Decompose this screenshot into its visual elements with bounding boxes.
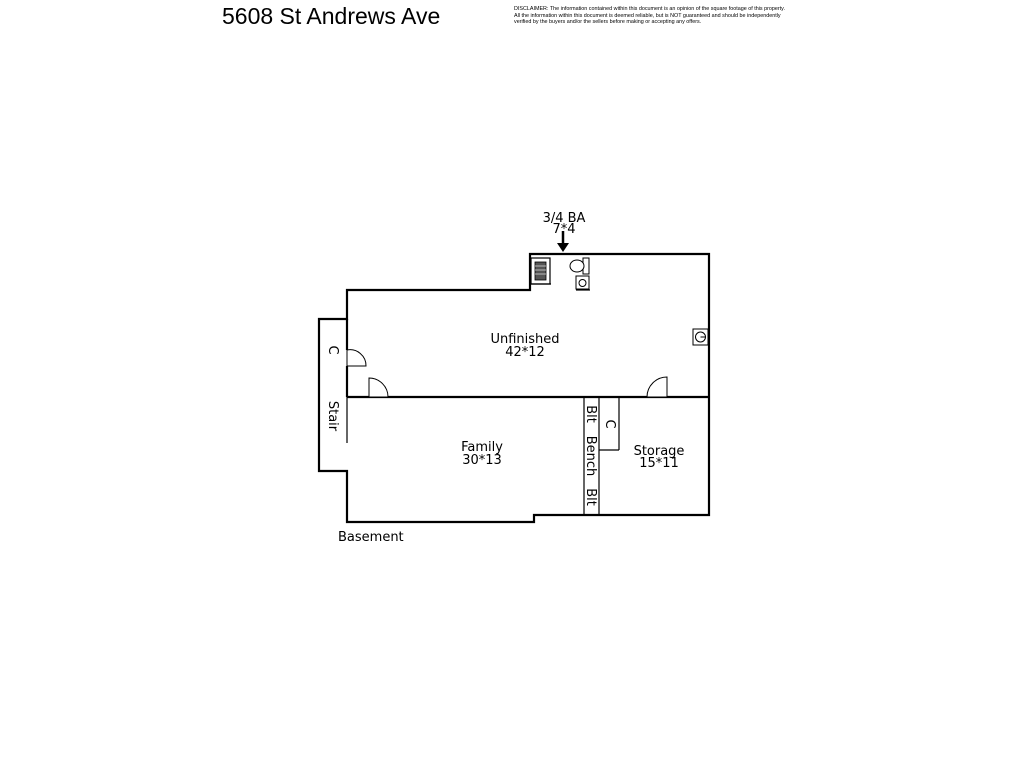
door-swing-icon — [346, 349, 367, 367]
property-address: 5608 St Andrews Ave — [222, 3, 441, 29]
disclaimer-line: DISCLAIMER: The information contained wi… — [514, 6, 785, 12]
builtin-label: Blt — [583, 488, 598, 506]
closet-label: C — [325, 345, 340, 354]
room-name-family: Family — [461, 440, 503, 455]
bench-label: Bench — [583, 436, 598, 477]
room-name-bath: 3/4 BA — [543, 211, 586, 226]
closet-label: C — [602, 419, 617, 428]
builtin-label: Blt — [583, 405, 598, 423]
floor-name: Basement — [338, 530, 404, 545]
arrow-down-icon — [557, 231, 569, 252]
stair-label: Stair — [325, 401, 340, 432]
shower-drain-icon — [534, 261, 547, 281]
room-dims-bath: 7*4 — [552, 222, 575, 237]
door-swing-icon — [368, 377, 389, 398]
disclaimer-line: All the information within this document… — [514, 12, 781, 19]
room-name-storage: Storage — [634, 444, 685, 459]
disclaimer: DISCLAIMER: The information contained wi… — [514, 6, 814, 26]
disclaimer-line: verified by the buyers and/or the seller… — [514, 19, 702, 26]
outer-wall — [317, 252, 711, 524]
room-dims-family: 30*13 — [462, 453, 502, 468]
room-name-unfinished: Unfinished — [490, 332, 559, 347]
toilet-icon — [569, 257, 590, 275]
sink-icon — [575, 275, 590, 290]
room-dims-unfinished: 42*12 — [505, 345, 545, 360]
room-dims-storage: 15*11 — [639, 456, 679, 471]
door-swing-icon — [646, 376, 668, 398]
water-heater-icon — [692, 328, 709, 346]
